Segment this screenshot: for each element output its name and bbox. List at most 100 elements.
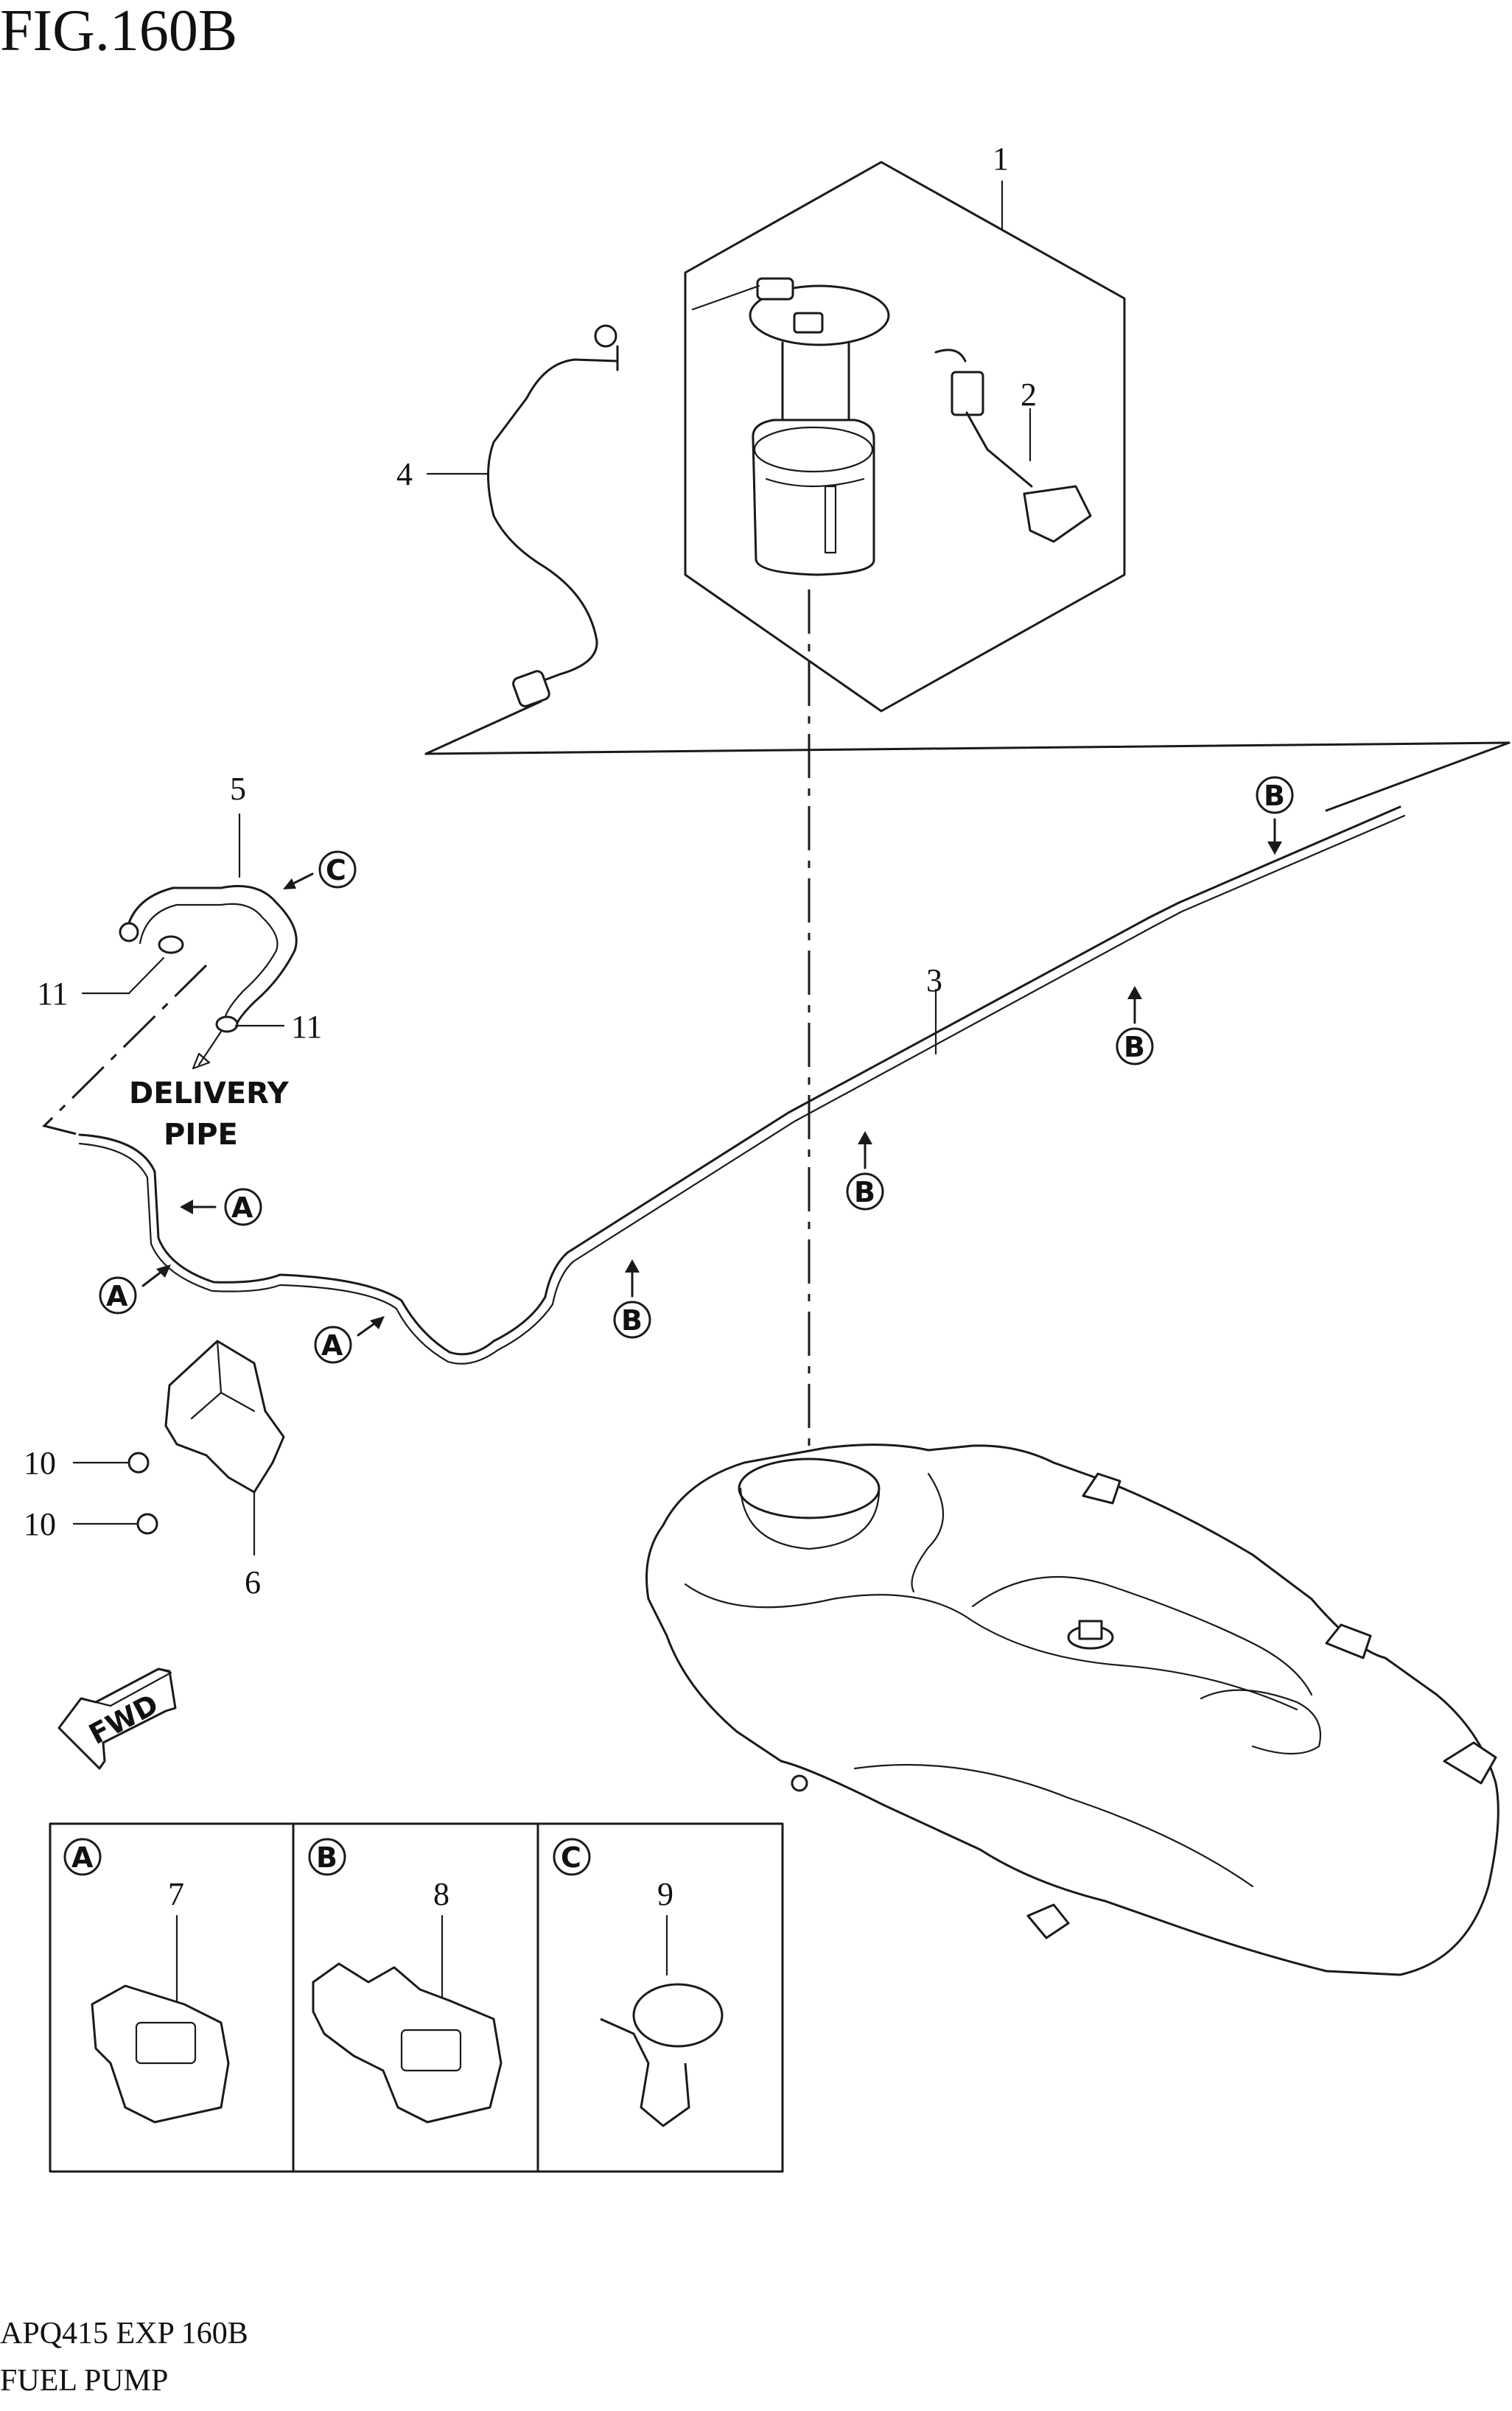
ref-marker-c-1: C (283, 850, 357, 889)
fuel-pump-harness (487, 358, 619, 687)
ref-marker-a-2: A (99, 1264, 171, 1315)
detail-box-a-marker: A (71, 1841, 94, 1874)
fuel-hose (124, 885, 298, 1029)
guide-wedge-lower (424, 741, 1511, 755)
nut-10-lower (136, 1513, 158, 1535)
delivery-pipe-label-line1: DELIVERY (129, 1077, 290, 1110)
pump-body-rib (824, 485, 837, 554)
fuel-pump-assembly-group: 1 2 (684, 141, 1126, 713)
forward-direction-arrow: FWD (57, 1668, 177, 1770)
callout-10b: 10 (24, 1506, 56, 1542)
ref-marker-a-1: A (180, 1188, 262, 1226)
tank-vent-neck (1078, 1620, 1103, 1640)
callout-4: 4 (396, 456, 413, 492)
svg-text:A: A (106, 1280, 128, 1312)
tank-mount-tab-bottom (1026, 1903, 1070, 1939)
detail-box-c-marker: C (561, 1841, 581, 1874)
ref-marker-b-4: B (613, 1259, 651, 1339)
sender-arm (965, 411, 1033, 488)
detail-boxes: A 7 B 8 C 9 (49, 1822, 784, 2173)
bracket-fold-lines (190, 1340, 256, 1420)
dashed-hose-to-pipe (42, 964, 208, 1136)
detail-box-b: B 8 (308, 1838, 503, 2124)
ref-marker-b-2: B (1116, 986, 1154, 1065)
tank-contour-4 (853, 1763, 1254, 1888)
fuel-level-sender (951, 371, 984, 416)
delivery-pipe-label-line2: PIPE (164, 1118, 238, 1152)
tank-mount-tab-right-1 (1325, 1623, 1372, 1659)
pump-flange-plug (793, 312, 824, 334)
svg-text:B: B (1124, 1031, 1145, 1063)
delivery-arrow-head (192, 1052, 211, 1070)
callout-5: 5 (230, 771, 246, 807)
callout-9: 9 (657, 1876, 673, 1912)
tank-bracket (164, 1340, 285, 1494)
ref-markers: A A A B B (99, 776, 1294, 1364)
callout-6: 6 (245, 1564, 261, 1600)
clamp-7-slot (135, 2021, 197, 2065)
callout-7: 7 (168, 1876, 184, 1912)
hose-clamp-9 (632, 1983, 724, 2048)
sender-float (1023, 485, 1092, 543)
tank-mount-tab-top (1082, 1472, 1121, 1505)
callout-1: 1 (993, 141, 1009, 177)
callout-8: 8 (433, 1876, 449, 1912)
callout-11b: 11 (291, 1009, 322, 1045)
svg-text:B: B (854, 1176, 875, 1208)
fuel-tank-group (645, 1444, 1499, 1976)
detail-box-b-marker: B (316, 1841, 337, 1874)
hose-clip-lower (215, 1015, 239, 1033)
tank-contour-5 (911, 1472, 944, 1593)
nut-10-upper (127, 1452, 150, 1474)
fuel-feed-pipe-inner-edge (78, 814, 1406, 1365)
svg-text:A: A (231, 1191, 253, 1224)
detail-box-a: A 7 (63, 1838, 230, 2124)
pipe-clamp-8 (312, 1962, 503, 2124)
svg-text:A: A (321, 1329, 343, 1362)
callout-10a: 10 (24, 1445, 56, 1481)
ref-marker-a-3: A (314, 1316, 385, 1364)
guide-wedge-right (1325, 741, 1511, 812)
hose-clip-upper (158, 935, 184, 954)
clamp-8-slot (400, 2029, 462, 2072)
pipe-clamp-7 (91, 1984, 230, 2124)
fuel-hose-inner-edge (139, 903, 279, 1022)
tank-mount-bolt (791, 1774, 808, 1792)
leader-flange-harness (691, 284, 760, 311)
fwd-arrow-top-face (80, 1668, 172, 1707)
bracket-group: 10 10 6 (24, 1340, 285, 1600)
fuel-tank (645, 1444, 1499, 1976)
pump-body-top-rim (753, 426, 874, 473)
figure-title: FIG.160B (0, 0, 237, 63)
tank-contour-2 (971, 1575, 1313, 1696)
delivery-arrow-shaft (197, 1030, 223, 1066)
harness-ground-terminal (594, 324, 617, 348)
tank-contour-1 (684, 1583, 1298, 1711)
detail-box-c: C 9 (553, 1838, 724, 2127)
ref-marker-b-1: B (1256, 776, 1294, 855)
pump-body-seam (765, 477, 865, 488)
assembly-hexagon-frame (684, 161, 1126, 713)
callout-2: 2 (1021, 377, 1037, 413)
callout-3: 3 (926, 962, 942, 998)
svg-text:B: B (621, 1304, 643, 1337)
tank-contour-3 (1200, 1689, 1322, 1755)
ref-marker-b-3: B (846, 1131, 884, 1211)
svg-text:B: B (1264, 780, 1285, 812)
fuel-hose-group: 5 11 11 (37, 771, 322, 1136)
sender-wire (934, 349, 967, 363)
clamp-9-base (600, 2018, 690, 2127)
fuel-feed-pipe (78, 805, 1401, 1356)
svg-text:C: C (326, 854, 346, 886)
pump-body (752, 419, 875, 576)
fuel-tank-pump-opening (738, 1458, 881, 1519)
footer-model-code: APQ415 EXP 160B (0, 2317, 248, 2351)
harness-connector-bottom (512, 670, 550, 707)
pump-outlet-nozzle (756, 277, 794, 301)
hose-end-cap (119, 922, 139, 942)
fuel-pump-harness-group: 4 (396, 324, 619, 707)
detail-box-frame (49, 1822, 784, 2173)
tank-mount-tab-right-2 (1443, 1741, 1497, 1785)
footer-section-name: FUEL PUMP (0, 2364, 168, 2398)
